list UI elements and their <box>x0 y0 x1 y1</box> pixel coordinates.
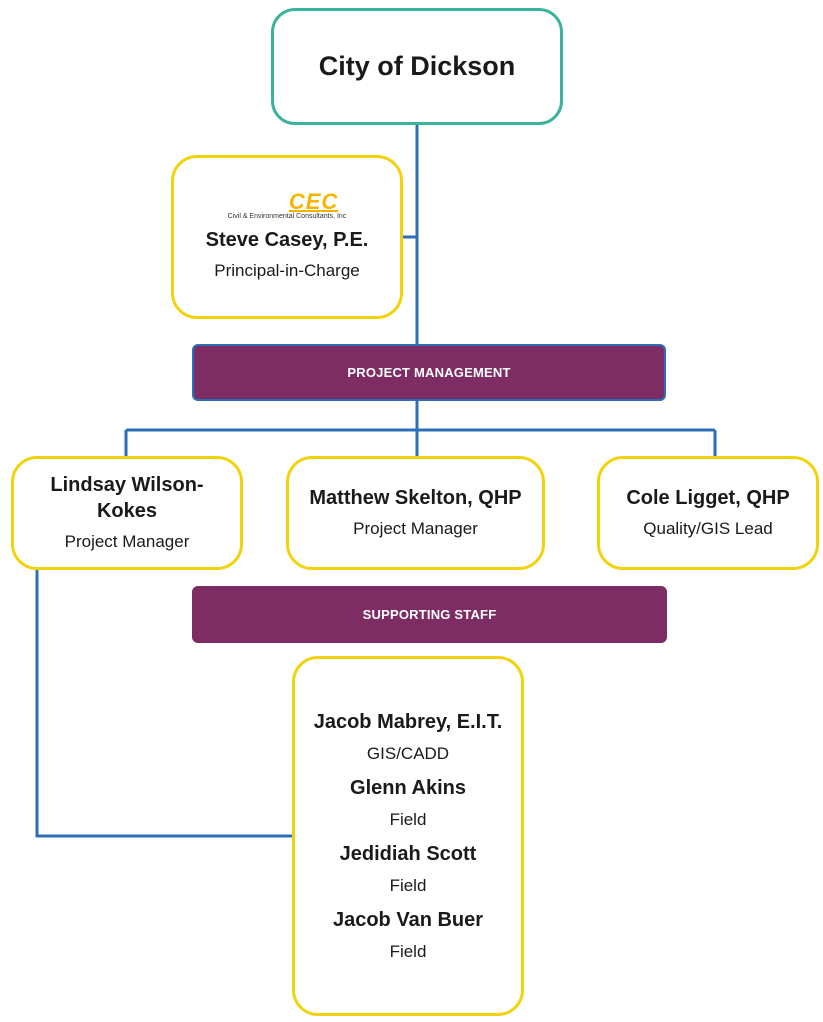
root-title: City of Dickson <box>318 51 516 81</box>
logo-text: Civil & Environmental Consultants, Inc <box>227 212 347 220</box>
staff-name: Jacob Van Buer <box>332 909 484 931</box>
staff-name: Glenn Akins <box>350 777 466 799</box>
manager-name: Cole Ligget, QHP <box>626 487 790 509</box>
manager-node-2: Matthew Skelton, QHP Project Manager <box>286 456 545 570</box>
manager-role: Project Manager <box>64 532 190 551</box>
supporting-staff-node: Jacob Mabrey, E.I.T. GIS/CADD Glenn Akin… <box>292 656 524 1016</box>
staff-role: Field <box>389 942 427 961</box>
root-node: City of Dickson <box>271 8 563 125</box>
manager-node-1: Lindsay Wilson-Kokes Project Manager <box>11 456 243 570</box>
supporting-staff-bar: SUPPORTING STAFF <box>192 586 667 643</box>
staff-name: Jacob Mabrey, E.I.T. <box>313 711 503 733</box>
connector-staff <box>35 570 296 838</box>
supporting-staff-label: SUPPORTING STAFF <box>362 607 497 622</box>
principal-node: CEC Civil & Environmental Consultants, I… <box>171 155 403 319</box>
staff-role: GIS/CADD <box>366 744 450 763</box>
principal-name: Steve Casey, P.E. <box>205 228 369 251</box>
staff-name: Jedidiah Scott <box>339 843 477 865</box>
project-management-label: PROJECT MANAGEMENT <box>347 365 511 380</box>
logo-mark: CEC <box>288 188 339 214</box>
staff-role: Field <box>389 876 427 895</box>
manager-role: Project Manager <box>353 519 478 538</box>
manager-name: Matthew Skelton, QHP <box>309 487 522 509</box>
principal-role: Principal-in-Charge <box>214 260 360 280</box>
staff-role: Field <box>389 810 427 829</box>
project-management-bar: PROJECT MANAGEMENT <box>192 344 666 401</box>
manager-name: Lindsay Wilson-Kokes <box>50 474 204 522</box>
manager-node-3: Cole Ligget, QHP Quality/GIS Lead <box>597 456 819 570</box>
manager-role: Quality/GIS Lead <box>643 519 773 538</box>
cec-logo: CEC Civil & Environmental Consultants, I… <box>227 188 347 221</box>
